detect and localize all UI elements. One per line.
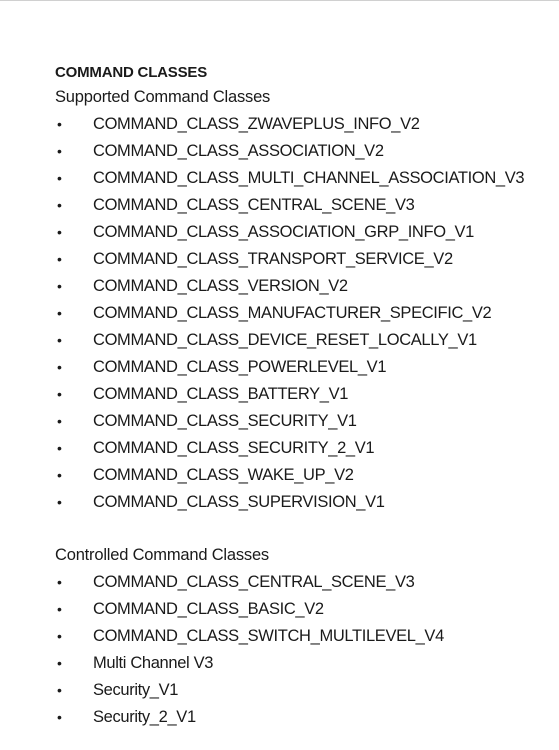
bullet: • <box>57 440 62 456</box>
bullet: • <box>57 467 62 483</box>
bullet: • <box>57 278 62 294</box>
list-item: • COMMAND_CLASS_TRANSPORT_SERVICE_V2 <box>55 246 550 273</box>
list-item-label: COMMAND_CLASS_DEVICE_RESET_LOCALLY_V1 <box>93 331 477 349</box>
list-item-label: COMMAND_CLASS_ZWAVEPLUS_INFO_V2 <box>93 115 420 133</box>
bullet: • <box>57 359 62 375</box>
top-divider <box>0 0 559 1</box>
list-item: • COMMAND_CLASS_WAKE_UP_V2 <box>55 462 550 489</box>
list-item-label: Multi Channel V3 <box>93 654 214 672</box>
bullet: • <box>57 305 62 321</box>
bullet: • <box>57 251 62 267</box>
list-item: • COMMAND_CLASS_POWERLEVEL_V1 <box>55 354 550 381</box>
list-item: • COMMAND_CLASS_SWITCH_MULTILEVEL_V4 <box>55 623 550 650</box>
bullet: • <box>57 709 62 725</box>
list-item: • COMMAND_CLASS_BATTERY_V1 <box>55 381 550 408</box>
list-item-label: COMMAND_CLASS_MULTI_CHANNEL_ASSOCIATION_… <box>93 169 525 187</box>
list-item: • COMMAND_CLASS_CENTRAL_SCENE_V3 <box>55 192 550 219</box>
list-item-label: COMMAND_CLASS_CENTRAL_SCENE_V3 <box>93 196 415 214</box>
supported-title: Supported Command Classes <box>55 88 271 106</box>
list-item: • Multi Channel V3 <box>55 650 550 677</box>
bullet: • <box>57 197 62 213</box>
list-item-label: COMMAND_CLASS_ASSOCIATION_GRP_INFO_V1 <box>93 223 475 241</box>
bullet: • <box>57 386 62 402</box>
list-item: • COMMAND_CLASS_BASIC_V2 <box>55 596 550 623</box>
controlled-title: Controlled Command Classes <box>55 546 269 564</box>
bullet: • <box>57 574 62 590</box>
bullet: • <box>57 413 62 429</box>
list-item-label: COMMAND_CLASS_POWERLEVEL_V1 <box>93 358 387 376</box>
list-item-label: COMMAND_CLASS_CENTRAL_SCENE_V3 <box>93 573 415 591</box>
bullet: • <box>57 224 62 240</box>
bullet: • <box>57 682 62 698</box>
bullet: • <box>57 116 62 132</box>
list-item: • COMMAND_CLASS_MULTI_CHANNEL_ASSOCIATION… <box>55 165 550 192</box>
bullet: • <box>57 143 62 159</box>
list-item: • COMMAND_CLASS_ZWAVEPLUS_INFO_V2 <box>55 111 550 138</box>
list-item: • COMMAND_CLASS_ASSOCIATION_GRP_INFO_V1 <box>55 219 550 246</box>
list-item: • COMMAND_CLASS_SECURITY_2_V1 <box>55 435 550 462</box>
list-item-label: COMMAND_CLASS_SECURITY_V1 <box>93 412 357 430</box>
list-item: • COMMAND_CLASS_ASSOCIATION_V2 <box>55 138 550 165</box>
list-item: • COMMAND_CLASS_SECURITY_V1 <box>55 408 550 435</box>
controlled-list: • COMMAND_CLASS_CENTRAL_SCENE_V3 • COMMAND… <box>55 569 550 731</box>
list-item-label: COMMAND_CLASS_BASIC_V2 <box>93 600 324 618</box>
supported-list: • COMMAND_CLASS_ZWAVEPLUS_INFO_V2 • COMMAN… <box>55 111 550 516</box>
section-heading: COMMAND CLASSES <box>55 64 208 81</box>
list-item-label: COMMAND_CLASS_SUPERVISION_V1 <box>93 493 385 511</box>
list-item-label: COMMAND_CLASS_SWITCH_MULTILEVEL_V4 <box>93 627 444 645</box>
list-item-label: COMMAND_CLASS_WAKE_UP_V2 <box>93 466 354 484</box>
list-item: • Security_2_V1 <box>55 704 550 731</box>
list-item-label: COMMAND_CLASS_BATTERY_V1 <box>93 385 349 403</box>
bullet: • <box>57 332 62 348</box>
list-item-label: COMMAND_CLASS_TRANSPORT_SERVICE_V2 <box>93 250 453 268</box>
list-item: • COMMAND_CLASS_CENTRAL_SCENE_V3 <box>55 569 550 596</box>
bullet: • <box>57 170 62 186</box>
document-body: COMMAND CLASSES Supported Command Classe… <box>55 62 550 731</box>
bullet: • <box>57 601 62 617</box>
bullet: • <box>57 628 62 644</box>
list-item: • COMMAND_CLASS_VERSION_V2 <box>55 273 550 300</box>
list-item: • COMMAND_CLASS_SUPERVISION_V1 <box>55 489 550 516</box>
list-item: • COMMAND_CLASS_MANUFACTURER_SPECIFIC_V2 <box>55 300 550 327</box>
list-item: • Security_V1 <box>55 677 550 704</box>
list-item: • COMMAND_CLASS_DEVICE_RESET_LOCALLY_V1 <box>55 327 550 354</box>
list-item-label: COMMAND_CLASS_SECURITY_2_V1 <box>93 439 375 457</box>
list-item-label: Security_2_V1 <box>93 708 196 726</box>
list-item-label: COMMAND_CLASS_ASSOCIATION_V2 <box>93 142 384 160</box>
list-item-label: COMMAND_CLASS_VERSION_V2 <box>93 277 348 295</box>
list-item-label: Security_V1 <box>93 681 179 699</box>
list-item-label: COMMAND_CLASS_MANUFACTURER_SPECIFIC_V2 <box>93 304 492 322</box>
bullet: • <box>57 655 62 671</box>
bullet: • <box>57 494 62 510</box>
